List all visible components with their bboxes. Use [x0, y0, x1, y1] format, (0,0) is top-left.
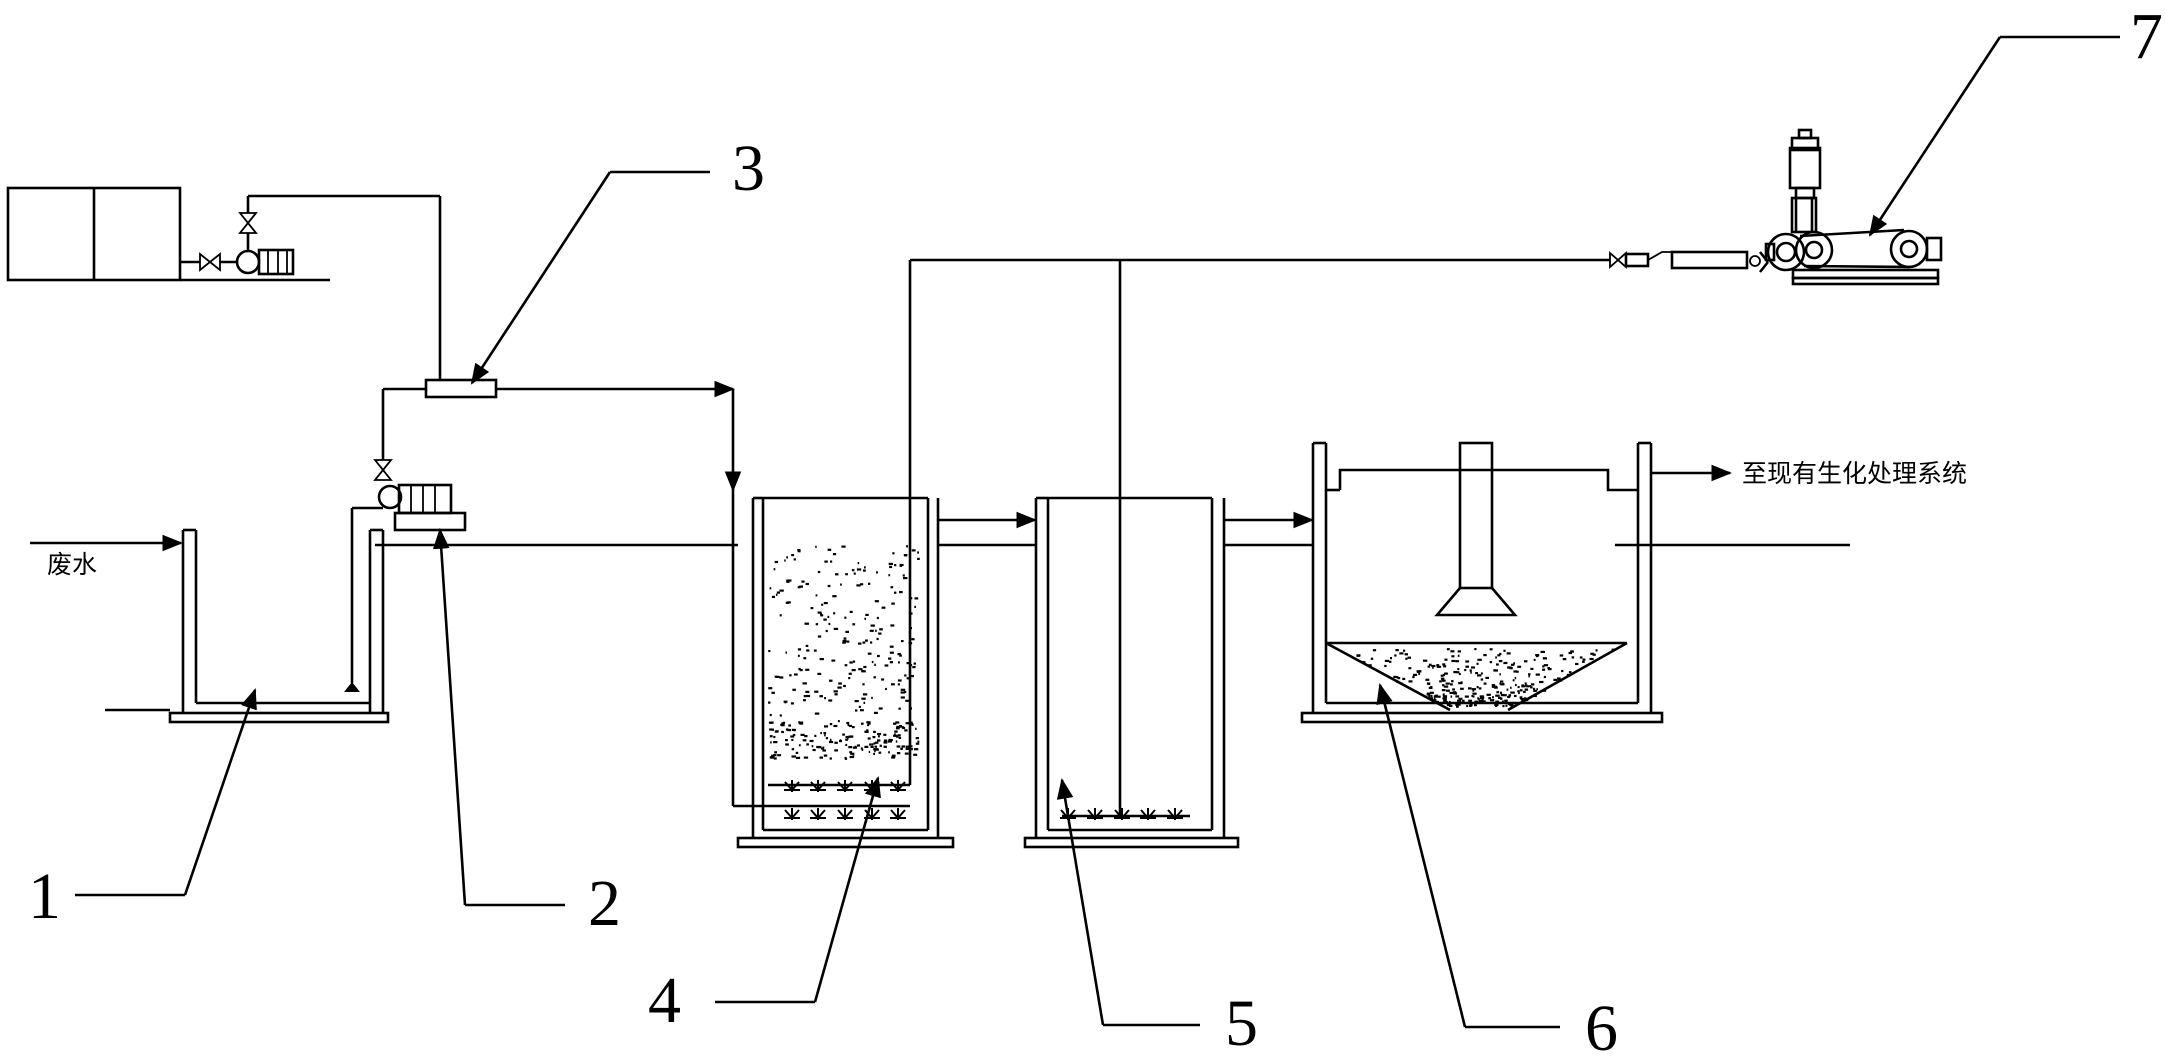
reaction-tank-diffusers [784, 780, 906, 820]
dosing-tank [6, 186, 330, 282]
callout-number-1: 1 [28, 860, 61, 933]
pipe-4-to-5 [938, 511, 1038, 547]
reaction-tank [736, 260, 955, 849]
callout-number-5: 5 [1225, 987, 1258, 1060]
pump-valve-icon [373, 459, 393, 481]
callout-number-2: 2 [588, 867, 621, 940]
dosing-pump-icon [235, 248, 295, 276]
dosing-vertical-valve-icon [238, 212, 258, 234]
callout-7-leader [1868, 35, 2120, 237]
regulating-tank [105, 528, 390, 724]
outlet-label: 至现有生化处理系统 [1742, 459, 1967, 488]
callout-2-leader [432, 527, 565, 907]
reaction-tank-particles [768, 545, 920, 760]
callout-number-4: 4 [648, 964, 681, 1037]
pipe-5-to-6 [1224, 511, 1315, 547]
dosing-valve-icon [199, 252, 221, 272]
callout-number-3: 3 [732, 132, 765, 205]
callout-5-leader [1056, 777, 1200, 1027]
aeration-tank-diffusers [1060, 808, 1183, 820]
pipeline-mixer [381, 378, 910, 808]
callout-6-leader [1376, 682, 1560, 1029]
inlet-label: 废水 [47, 550, 97, 579]
aeration-tank [1023, 260, 1240, 849]
sedimentation-sludge [1356, 648, 1616, 708]
dosing-pipe-line [246, 194, 442, 380]
callout-number-6: 6 [1585, 992, 1618, 1062]
callout-3-leader [470, 170, 710, 385]
blower-icon [1758, 128, 1943, 286]
callout-1-leader [75, 688, 257, 897]
air-supply-line [910, 250, 1761, 270]
lift-pump-icon [344, 483, 467, 692]
callout-number-7: 7 [2130, 0, 2163, 73]
callout-4-leader [715, 775, 881, 1004]
